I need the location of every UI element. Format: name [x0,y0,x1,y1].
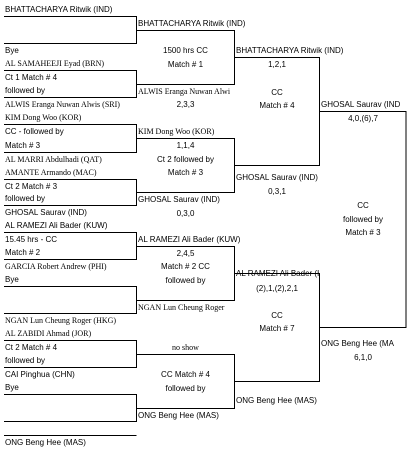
match-info: followed by [165,384,206,393]
match-info: followed by [165,276,206,285]
round2-winner-7: no show [172,343,199,352]
match-score: 6,1,0 [354,353,372,362]
round3-winner-3: AL RAMEZI Ali Bader (KUW) [236,269,319,278]
player-14: CAI Pinghua (CHN) [5,370,75,379]
round2-winner-6: NGAN Lun Cheung Roger [138,303,225,312]
match-score: 0,3,0 [176,209,195,218]
match-note: Match # 3 [5,141,41,150]
player-13: AL ZABIDI Ahmad (JOR) [5,329,92,338]
round3-winner-1: BHATTACHARYA Ritwik (IND) [236,46,344,55]
match-info: Match # 4 [259,101,295,110]
match-note: Ct 2 Match # 3 [5,182,58,191]
player-11: Bye [5,275,19,284]
final-info: Match # 3 [345,228,381,237]
match-info: CC Match # 4 [161,370,210,379]
player-8: GHOSAL Saurav (IND) [5,208,87,217]
match-info: Match # 7 [259,324,295,333]
semifinal-winner-1: GHOSAL Saurav (IND [321,100,401,109]
round3-winner-4: ONG Beng Hee (MAS) [236,396,317,405]
match-note: followed by [5,86,46,95]
match-info: Match # 1 [167,60,204,69]
final-info: followed by [342,215,384,224]
round2-winner-3: KIM Dong Woo (KOR) [138,127,215,136]
match-info: CC [271,88,283,97]
match-info: CC [271,311,283,320]
match-info: Match # 3 [167,168,204,177]
match-score: 1,2,1 [268,60,286,69]
match-info: Ct 2 followed by [157,155,214,164]
match-info: Match # 2 CC [161,262,210,271]
round2-winner-8: ONG Beng Hee (MAS) [138,411,219,420]
player-16: ONG Beng Hee (MAS) [5,438,86,447]
player-1: BHATTACHARYA Ritwik (IND) [5,5,113,14]
match-note: Ct 1 Match # 4 [5,73,58,82]
match-note: Match # 2 [5,248,41,257]
match-note: followed by [5,194,46,203]
match-note: 15.45 hrs - CC [5,235,58,244]
player-2: Bye [5,46,19,55]
player-4: ALWIS Eranga Nuwan Alwis (SRI) [5,100,120,109]
player-3: AL SAMAHEEJI Eyad (BRN) [5,59,105,68]
player-5: KIM Dong Woo (KOR) [5,113,82,122]
player-12: NGAN Lun Cheung Roger (HKG) [5,316,117,325]
player-7: AMANTE Armando (MAC) [5,168,97,177]
match-note: followed by [5,356,46,365]
player-15: Bye [5,383,19,392]
round2-winner-5: AL RAMEZI Ali Bader (KUW) [138,235,241,244]
round3-winner-2: GHOSAL Saurav (IND) [236,173,318,182]
match-note: Ct 2 Match # 4 [5,343,58,352]
player-9: AL RAMEZI Ali Bader (KUW) [5,221,108,230]
match-score: 0,3,1 [268,187,286,196]
match-score: (2),1,(2),2,1 [256,284,298,293]
match-info: 1500 hrs CC [163,46,208,55]
semifinal-winner-2: ONG Beng Hee (MA [321,339,394,348]
round2-winner-4: GHOSAL Saurav (IND) [138,195,220,204]
player-6: AL MARRI Abdulhadi (QAT) [5,155,102,164]
round2-winner-2: ALWIS Eranga Nuwan Alwi [138,87,231,96]
match-score: 2,3,3 [176,100,195,109]
player-10: GARCIA Robert Andrew (PHI) [5,262,107,271]
final-info: CC [357,201,369,210]
match-note: CC - followed by [5,127,64,136]
match-score: 1,1,4 [176,141,195,150]
match-score: 2,4,5 [176,249,195,258]
round2-winner-1: BHATTACHARYA Ritwik (IND) [138,19,246,28]
match-score: 4,0,(6),7 [348,114,378,123]
